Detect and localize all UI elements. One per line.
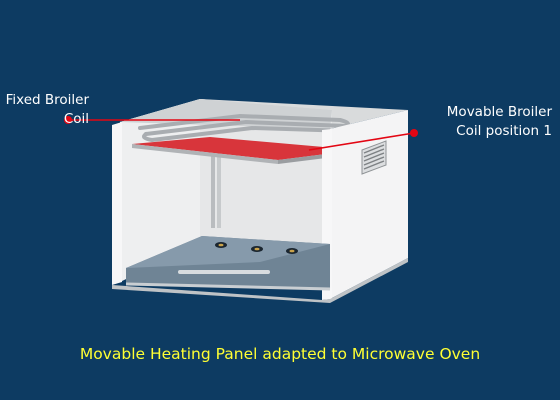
diagram-caption: Movable Heating Panel adapted to Microwa… [79, 345, 481, 363]
label-line: Fixed Broiler [5, 92, 89, 108]
cabinet-bottom [112, 258, 408, 303]
tray-burner [286, 248, 298, 254]
movable-broiler-coil-label: Movable Broiler Coil position 1 [428, 103, 552, 141]
tray-front-edge [125, 282, 331, 291]
cabinet-right-side [330, 110, 408, 299]
movable-heating-panel-edge [132, 144, 278, 164]
label-line: Movable Broiler [446, 104, 552, 120]
fixed-broiler-coil-label: Fixed Broiler Coil [6, 91, 89, 129]
leader-fixed-coil [64, 116, 240, 124]
movable-heating-panel [132, 137, 358, 160]
tray-burner [215, 242, 227, 248]
label-line: Coil [63, 111, 89, 127]
support-rod [217, 153, 221, 228]
leader-movable-coil [308, 129, 418, 151]
vent-grille [361, 140, 387, 175]
cabinet-back-wall [200, 99, 332, 245]
tray-handle [178, 270, 270, 274]
support-rod [211, 153, 215, 228]
tray-burner [251, 246, 263, 252]
floor-tray-top [126, 236, 330, 268]
front-frame-left [112, 122, 122, 285]
label-line: Coil position 1 [456, 123, 552, 139]
